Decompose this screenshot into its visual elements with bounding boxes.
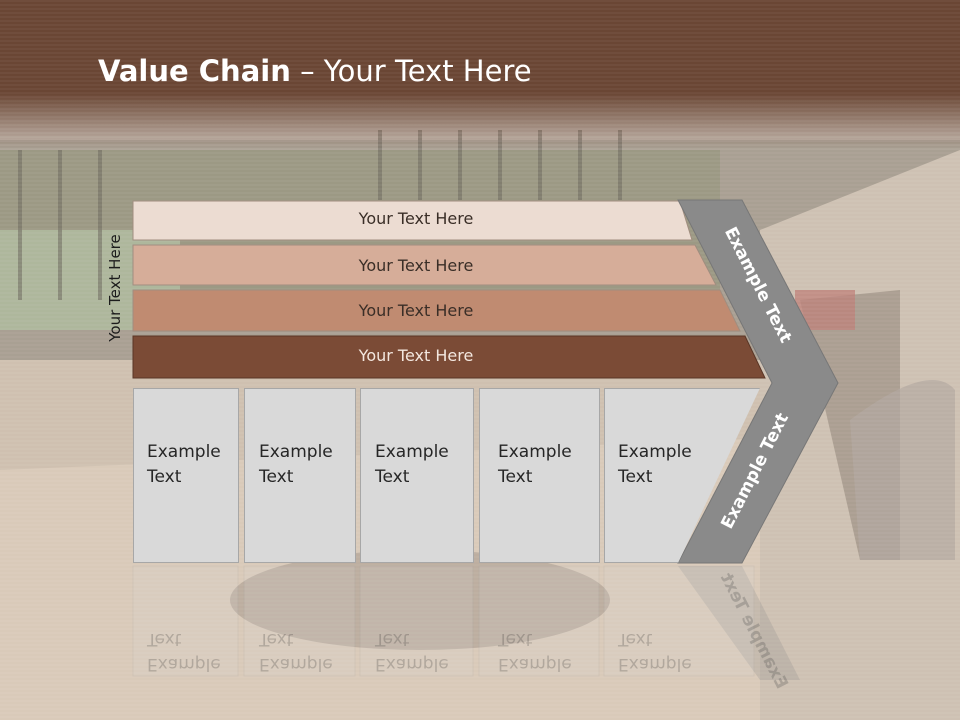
chevron-reflection [678,566,800,680]
title-bold: Value Chain [98,54,291,88]
vertical-label: Your Text Here [106,234,124,342]
row-band-2 [132,244,717,286]
row-label-4: Your Text Here [358,346,474,365]
row-label-3: Your Text Here [358,301,474,320]
column-box-4 [479,388,600,563]
column-box-2 [244,388,356,563]
row-label-1: Your Text Here [358,209,474,228]
row-label-2: Your Text Here [358,256,474,275]
column-box-3 [360,388,474,563]
row-band-1 [132,200,693,241]
column-box-1 [133,388,239,563]
chevron-arrow [677,199,839,564]
row-band-4 [132,335,766,379]
slide-title: Value Chain – Your Text Here [98,54,532,88]
title-rest: – Your Text Here [290,54,532,88]
row-band-3 [132,289,741,332]
